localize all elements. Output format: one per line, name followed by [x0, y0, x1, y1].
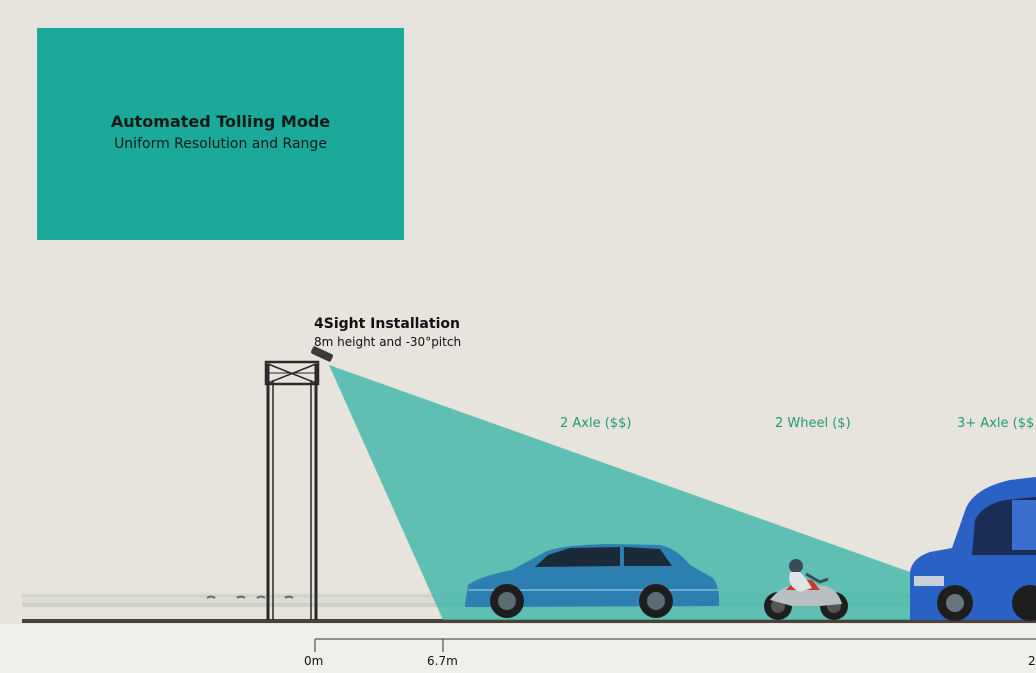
distance-marker-cropped: 2: [1028, 654, 1036, 668]
motorcycle-icon: [764, 559, 848, 620]
sensor-coverage-cone: [329, 365, 952, 620]
distance-marker-6-7m: 6.7m: [427, 654, 458, 668]
installation-title: 4Sight Installation: [314, 316, 460, 332]
banner-subtitle: Uniform Resolution and Range: [114, 136, 327, 152]
distance-marker-0m: 0m: [304, 654, 324, 668]
road-surface: [22, 619, 1036, 623]
distance-axis: [314, 638, 1036, 652]
car-icon: [465, 544, 720, 618]
banner-title: Automated Tolling Mode: [110, 112, 331, 131]
ground-band: [0, 624, 1036, 673]
reflectors: [206, 595, 294, 599]
truck-icon: [910, 477, 1036, 621]
installation-subtitle: 8m height and -30°pitch: [314, 335, 462, 349]
vehicle-class-2-wheel: 2 Wheel ($): [775, 416, 851, 431]
gantry: [264, 360, 320, 620]
vehicle-class-2-axle: 2 Axle ($$): [560, 416, 632, 431]
sensor-icon: [310, 346, 334, 362]
mode-banner: Automated Tolling Mode Uniform Resolutio…: [37, 28, 404, 240]
vehicle-class-3-axle: 3+ Axle ($$: [957, 416, 1035, 431]
